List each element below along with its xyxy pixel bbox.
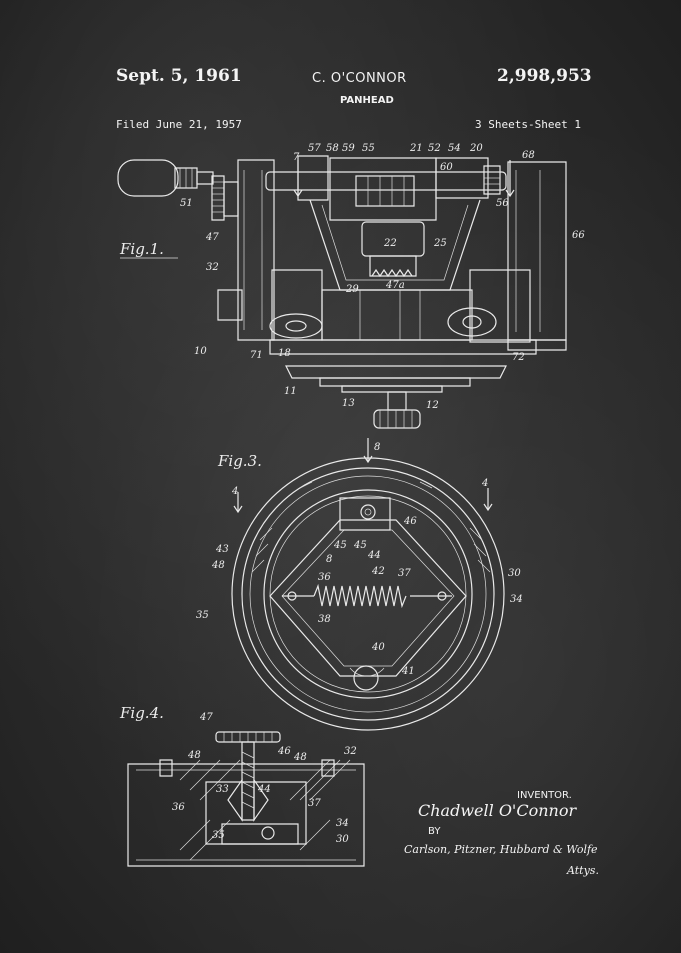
left-lock-knob (270, 314, 322, 338)
gear-teeth (372, 270, 412, 276)
svg-text:47: 47 (199, 712, 213, 723)
svg-text:48: 48 (293, 752, 307, 763)
svg-text:8: 8 (374, 442, 380, 453)
svg-text:66: 66 (572, 230, 585, 241)
svg-text:51: 51 (180, 198, 193, 209)
svg-text:72: 72 (512, 352, 525, 363)
svg-text:4: 4 (481, 478, 488, 489)
svg-text:42: 42 (371, 566, 385, 577)
attys-label: Attys. (567, 864, 599, 877)
patent-date: Sept. 5, 1961 (116, 66, 242, 86)
svg-text:45: 45 (353, 540, 367, 551)
fig1-reference-numerals: 57 58 59 55 21 52 54 20 7 68 51 47 60 56… (180, 143, 585, 411)
svg-text:21: 21 (409, 143, 423, 154)
svg-text:30: 30 (508, 568, 521, 579)
svg-text:44: 44 (367, 550, 381, 561)
svg-text:29: 29 (345, 284, 359, 295)
svg-text:48: 48 (211, 560, 225, 571)
svg-text:44: 44 (257, 784, 271, 795)
svg-text:38: 38 (318, 614, 331, 625)
svg-text:11: 11 (284, 386, 297, 397)
svg-text:54: 54 (448, 143, 461, 154)
svg-text:52: 52 (428, 143, 441, 154)
svg-text:13: 13 (342, 398, 355, 409)
inventor-label: INVENTOR. (517, 790, 572, 801)
svg-text:41: 41 (401, 666, 415, 677)
svg-text:25: 25 (433, 238, 447, 249)
fig4-drawing: Fig.4. (119, 704, 364, 866)
svg-text:34: 34 (336, 818, 349, 829)
patent-number: 2,998,953 (497, 66, 592, 86)
svg-text:35: 35 (212, 830, 225, 841)
fig4-label: Fig.4. (119, 704, 164, 722)
fig4-reference-numerals: 47 48 46 48 32 33 44 36 37 34 35 30 (172, 712, 357, 845)
inner-ring (264, 490, 472, 698)
svg-text:45: 45 (333, 540, 347, 551)
inventor-signature: Chadwell O'Connor (418, 801, 577, 820)
svg-text:55: 55 (362, 143, 375, 154)
svg-text:47: 47 (205, 232, 219, 243)
svg-text:48: 48 (187, 750, 201, 761)
svg-text:37: 37 (398, 568, 411, 579)
svg-text:46: 46 (403, 516, 417, 527)
svg-text:37: 37 (308, 798, 321, 809)
sheet-count: 3 Sheets-Sheet 1 (475, 118, 581, 131)
svg-text:59: 59 (342, 143, 355, 154)
by-label: BY (428, 826, 441, 837)
inventor-header: C. O'CONNOR (312, 71, 407, 86)
svg-text:36: 36 (172, 802, 185, 813)
attorneys-signature: Carlson, Pitzner, Hubbard & Wolfe (404, 843, 598, 856)
svg-text:40: 40 (371, 642, 385, 653)
housing-section (128, 764, 364, 866)
svg-text:47a: 47a (385, 280, 405, 291)
fig3-drawing: Fig.3. (217, 438, 504, 730)
patent-title: PANHEAD (340, 95, 394, 106)
svg-text:34: 34 (510, 594, 523, 605)
fig1-label: Fig.1. (119, 240, 164, 258)
svg-text:8: 8 (326, 554, 332, 565)
svg-text:32: 32 (206, 262, 219, 273)
svg-text:56: 56 (496, 198, 509, 209)
filed-date: Filed June 21, 1957 (116, 118, 242, 131)
svg-text:68: 68 (522, 150, 535, 161)
svg-text:46: 46 (277, 746, 291, 757)
svg-text:35: 35 (196, 610, 209, 621)
right-lock-knob (448, 308, 496, 336)
svg-text:20: 20 (469, 143, 483, 154)
svg-text:10: 10 (194, 346, 207, 357)
svg-text:57: 57 (308, 143, 321, 154)
svg-text:12: 12 (426, 400, 439, 411)
fig1-drawing: Fig.1. (118, 156, 566, 428)
svg-text:60: 60 (440, 162, 453, 173)
svg-text:18: 18 (278, 348, 291, 359)
tension-spring (314, 586, 406, 606)
top-shaft (266, 172, 506, 190)
base-plate (286, 366, 506, 378)
svg-text:58: 58 (326, 143, 339, 154)
svg-text:22: 22 (383, 238, 397, 249)
svg-text:30: 30 (336, 834, 349, 845)
svg-text:43: 43 (215, 544, 229, 555)
svg-text:33: 33 (216, 784, 229, 795)
lock-block (340, 498, 390, 530)
fig3-label: Fig.3. (217, 452, 262, 470)
detent-ball (354, 666, 378, 690)
svg-text:7: 7 (293, 152, 300, 163)
base-screw-knob (374, 410, 420, 428)
gear-block (330, 158, 436, 220)
svg-text:32: 32 (344, 746, 357, 757)
crank-knob (118, 160, 178, 196)
svg-text:36: 36 (318, 572, 331, 583)
fig3-reference-numerals: 8 4 4 46 43 48 45 45 44 8 30 36 42 37 35… (196, 442, 523, 677)
svg-text:4: 4 (231, 486, 238, 497)
svg-text:71: 71 (250, 350, 263, 361)
